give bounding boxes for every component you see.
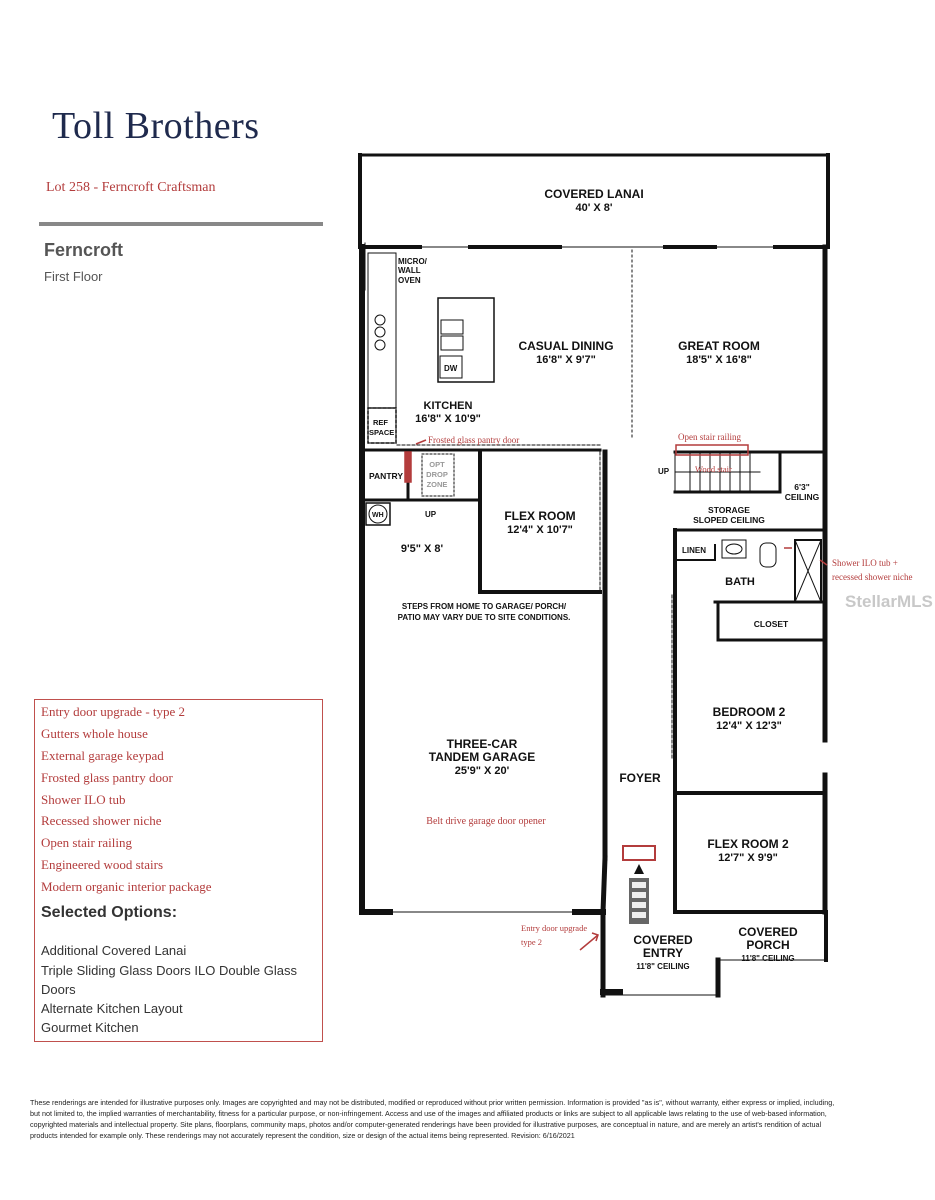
kitchen-dim: 16'8" X 10'9" <box>415 413 481 425</box>
lot-title: Lot 258 - Ferncroft Craftsman <box>46 180 216 195</box>
upgrade-item: Frosted glass pantry door <box>41 770 173 785</box>
upgrade-item: Engineered wood stairs <box>41 857 164 872</box>
shower-note: recessed shower niche <box>832 572 912 582</box>
open-rail-note: Open stair railing <box>678 432 741 442</box>
toll-brothers-logo: Toll Brothers <box>52 105 260 147</box>
selected-option-item: Gourmet Kitchen <box>41 1020 139 1035</box>
upgrade-item: Shower ILO tub <box>41 792 126 807</box>
entry-door-note: Entry door upgrade <box>521 923 587 933</box>
dining-dim: 16'8" X 9'7" <box>536 354 596 366</box>
entry-door-note: type 2 <box>521 937 542 947</box>
upgrade-item: Open stair railing <box>41 835 132 850</box>
linen-label: LINEN <box>682 546 706 555</box>
dw-label: DW <box>444 364 458 373</box>
covered-entry-ceiling: 11'8" CEILING <box>636 962 689 971</box>
garage-opener-note: Belt drive garage door opener <box>426 816 546 827</box>
micro-label: OVEN <box>398 276 421 285</box>
floor-label: First Floor <box>44 269 103 284</box>
opt-label: ZONE <box>427 480 448 489</box>
great-room-name: GREAT ROOM <box>678 339 760 353</box>
opt-label: DROP <box>426 470 448 479</box>
garage-dim: 25'9" X 20' <box>455 765 510 777</box>
flex-room-dim: 12'4" X 10'7" <box>507 524 573 536</box>
pantry-label: PANTRY <box>369 471 403 481</box>
covered-porch-ceiling: 11'8" CEILING <box>741 954 794 963</box>
steps-note: STEPS FROM HOME TO GARAGE/ PORCH/ <box>402 602 567 611</box>
storage-label: SLOPED CEILING <box>693 515 765 525</box>
flex-room2-name: FLEX ROOM 2 <box>707 837 789 851</box>
ref-label: SPACE <box>369 428 394 437</box>
disclaimer: These renderings are intended for illust… <box>30 1098 835 1140</box>
upgrade-item: Entry door upgrade - type 2 <box>41 704 186 719</box>
micro-label: MICRO/ <box>398 257 428 266</box>
frosted-door-note: Frosted glass pantry door <box>428 435 519 445</box>
wh-label: WH <box>372 512 384 519</box>
lanai-name: COVERED LANAI <box>544 187 643 201</box>
divider <box>39 222 323 226</box>
stair-up-label: UP <box>658 467 670 476</box>
selected-option-item: Alternate Kitchen Layout <box>41 1001 183 1016</box>
micro-label: WALL <box>398 266 421 275</box>
ceiling-label: 6'3" <box>794 482 810 492</box>
flex-room-name: FLEX ROOM <box>504 509 575 523</box>
storage-label: STORAGE <box>708 505 750 515</box>
steps-note: PATIO MAY VARY DUE TO SITE CONDITIONS. <box>398 613 571 622</box>
covered-entry-name: ENTRY <box>643 946 683 960</box>
upgrade-item: External garage keypad <box>41 748 164 763</box>
options-box <box>34 699 323 1042</box>
closet-label: CLOSET <box>754 619 789 629</box>
covered-entry-name: COVERED <box>633 933 693 947</box>
selected-option-item: Doors <box>41 982 76 997</box>
wood-stair-note: Wood stair <box>695 464 732 474</box>
lanai-dim: 40' X 8' <box>575 202 612 214</box>
stellar-mls-watermark: StellarMLS <box>845 592 933 611</box>
garage-name: TANDEM GARAGE <box>429 750 535 764</box>
up-label: UP <box>425 510 437 519</box>
bedroom2-name: BEDROOM 2 <box>713 705 786 719</box>
selected-options-title: Selected Options: <box>41 904 178 921</box>
shower-note: Shower ILO tub + <box>832 558 898 568</box>
bedroom2-dim: 12'4" X 12'3" <box>716 720 782 732</box>
bath-label: BATH <box>725 576 755 588</box>
opt-label: OPT <box>429 460 445 469</box>
upgrade-item: Modern organic interior package <box>41 879 212 894</box>
kitchen-name: KITCHEN <box>424 400 473 412</box>
selected-option-item: Additional Covered Lanai <box>41 943 187 958</box>
foyer-label: FOYER <box>619 771 661 785</box>
ceiling-label: CEILING <box>785 492 820 502</box>
great-room-dim: 18'5" X 16'8" <box>686 354 752 366</box>
mud-dim: 9'5" X 8' <box>401 543 444 555</box>
upgrade-item: Gutters whole house <box>41 726 148 741</box>
walls <box>358 153 830 998</box>
selected-option-item: Triple Sliding Glass Doors ILO Double Gl… <box>41 963 298 978</box>
flex-room2-dim: 12'7" X 9'9" <box>718 852 778 864</box>
covered-porch-name: PORCH <box>746 938 789 952</box>
ref-label: REF <box>373 418 388 427</box>
dining-name: CASUAL DINING <box>518 339 613 353</box>
garage-name: THREE-CAR <box>447 737 518 751</box>
upgrade-item: Recessed shower niche <box>41 813 162 828</box>
plan-name: Ferncroft <box>44 240 124 260</box>
entry-arrow-icon <box>634 864 644 874</box>
covered-porch-name: COVERED <box>738 925 798 939</box>
